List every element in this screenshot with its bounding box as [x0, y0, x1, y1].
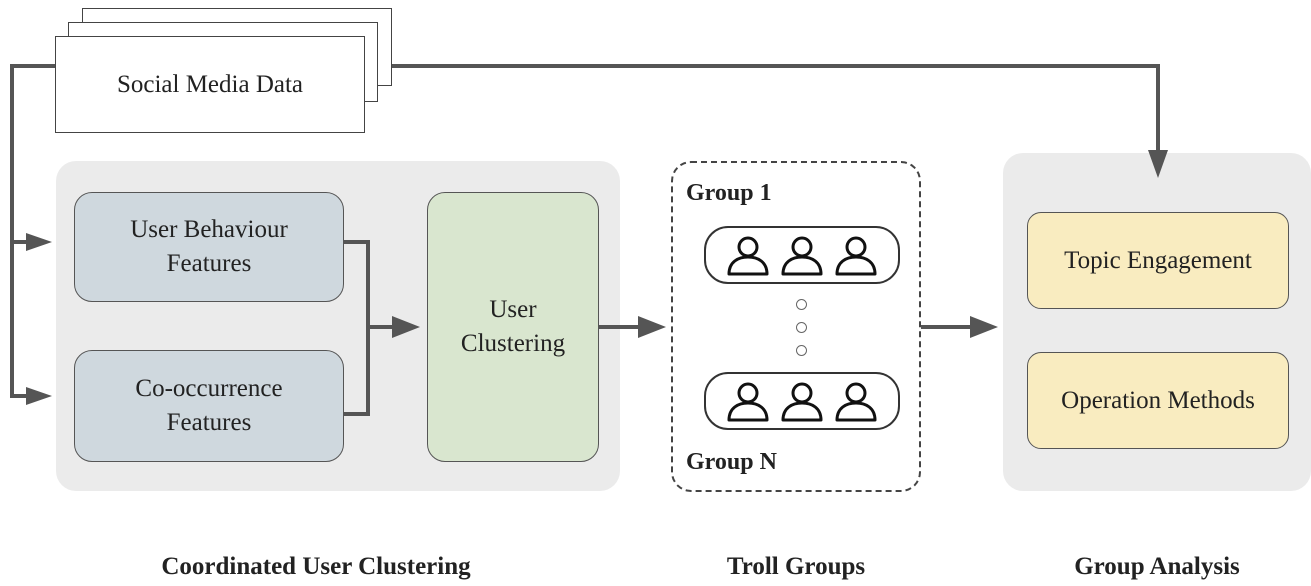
operation-methods-label: Operation Methods: [1061, 386, 1255, 414]
user-behaviour-features-box: User Behaviour Features: [74, 192, 344, 302]
social-media-data: Social Media Data: [55, 36, 365, 133]
arrowhead: [26, 387, 52, 405]
co-occurrence-features-label: Co-occurrence Features: [135, 375, 283, 436]
group-1-title: Group 1: [686, 180, 772, 206]
user-clustering-box: User Clustering: [427, 192, 599, 462]
arrowhead: [638, 316, 666, 338]
arrowhead: [970, 316, 998, 338]
user-icon: [781, 236, 823, 276]
features-merge-line: [344, 240, 370, 416]
user-icon: [727, 236, 769, 276]
arrowhead: [392, 316, 420, 338]
arrowhead: [1148, 150, 1168, 178]
group-analysis-caption: Group Analysis: [1074, 553, 1240, 580]
ellipsis-dot: [796, 299, 807, 310]
social-media-data-label: Social Media Data: [116, 70, 304, 98]
ellipsis-dot: [796, 345, 807, 356]
operation-methods-box: Operation Methods: [1027, 352, 1289, 449]
group-n-members: [704, 372, 900, 430]
user-icon: [835, 382, 877, 422]
user-icon: [727, 382, 769, 422]
user-behaviour-features-label: User Behaviour Features: [130, 216, 288, 277]
troll-groups-container: [671, 161, 921, 492]
group-n-title: Group N: [686, 449, 777, 475]
co-occurrence-features-box: Co-occurrence Features: [74, 350, 344, 462]
topic-engagement-box: Topic Engagement: [1027, 212, 1289, 309]
troll-groups-caption: Troll Groups: [726, 553, 866, 580]
topic-engagement-label: Topic Engagement: [1064, 246, 1252, 274]
group-1-members: [704, 226, 900, 284]
user-clustering-label: User Clustering: [460, 296, 566, 357]
arrowhead: [26, 233, 52, 251]
user-icon: [835, 236, 877, 276]
clustering-caption: Coordinated User Clustering: [161, 553, 471, 580]
data-to-features-arrow: [10, 64, 55, 398]
user-icon: [781, 382, 823, 422]
ellipsis-dot: [796, 322, 807, 333]
data-to-analysis-arrow: [392, 64, 1160, 150]
